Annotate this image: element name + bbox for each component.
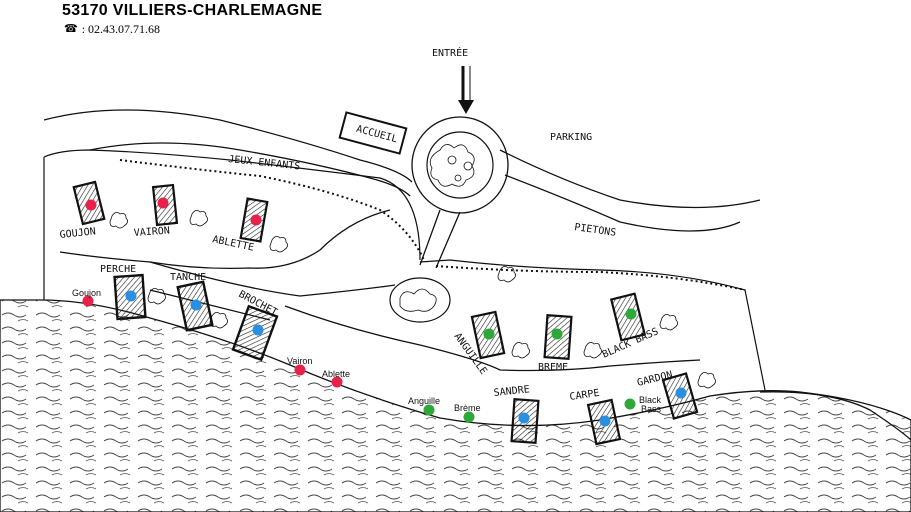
chalet-tanche bbox=[176, 280, 214, 332]
chalet-breme-label: BREME bbox=[538, 362, 568, 373]
chalet-vairon-marker bbox=[157, 197, 169, 209]
roundabout-trees bbox=[429, 144, 475, 187]
chalet-goujon-marker bbox=[85, 199, 97, 211]
chalet-perche-marker bbox=[125, 290, 137, 302]
phone-line: ☎ : 02.43.07.71.68 bbox=[64, 22, 160, 37]
hedge-east bbox=[435, 265, 746, 291]
peg-vairon: Vairon bbox=[287, 356, 312, 376]
playground-label: JEUX ENFANTS bbox=[228, 154, 301, 172]
chalet-tanche-marker bbox=[190, 299, 202, 311]
chalet-sandre-label: SANDRE bbox=[493, 384, 530, 399]
chalet-vairon bbox=[151, 183, 179, 227]
peg-breme: Brème bbox=[454, 403, 481, 423]
central-shrubs bbox=[399, 288, 437, 312]
chalet-goujon bbox=[72, 180, 106, 226]
chalet-tanche-label: TANCHE bbox=[170, 272, 206, 283]
chalet-goujon-label: GOUJON bbox=[59, 226, 96, 241]
site-address-title: 53170 VILLIERS-CHARLEMAGNE bbox=[62, 2, 323, 19]
chalet-ablette-marker bbox=[250, 214, 262, 226]
chalet-black-bass-marker bbox=[625, 308, 637, 320]
peg-anguille-label: Anguille bbox=[408, 396, 440, 406]
chalet-carpe-marker bbox=[599, 415, 611, 427]
chalet-black-bass bbox=[609, 292, 647, 342]
chalet-sandre bbox=[510, 398, 540, 444]
lake bbox=[0, 299, 911, 512]
site-boundary bbox=[43, 149, 766, 391]
hedge-north bbox=[119, 159, 425, 261]
roundabout-island bbox=[426, 131, 494, 199]
road-central bbox=[419, 209, 461, 269]
road-east bbox=[499, 149, 761, 232]
peg-ablette: Ablette bbox=[322, 369, 350, 388]
chalet-vairon-label: VAIRON bbox=[133, 225, 170, 238]
telephone-icon: ☎ bbox=[64, 23, 78, 35]
road-outer-inner-edge bbox=[89, 142, 411, 197]
peg-black-bass-label-2: Bass bbox=[641, 404, 662, 414]
chalet-brochet-marker bbox=[252, 324, 264, 336]
peg-black-bass: Black Bass bbox=[624, 395, 662, 414]
peg-ablette-label: Ablette bbox=[322, 369, 350, 379]
bushes bbox=[109, 210, 716, 389]
chalet-anguille-marker bbox=[483, 328, 495, 340]
chalet-ablette bbox=[239, 197, 269, 243]
entrance-label: ENTRÉE bbox=[432, 46, 468, 59]
peg-goujon-label: Goujon bbox=[72, 288, 101, 298]
peg-goujon: Goujon bbox=[72, 288, 101, 307]
parking-label: PARKING bbox=[550, 132, 592, 143]
chalet-perche-label: PERCHE bbox=[100, 264, 136, 275]
chalet-perche bbox=[113, 273, 147, 321]
central-shrub-island bbox=[389, 277, 451, 323]
chalet-gardon-marker bbox=[675, 387, 687, 399]
road-outer bbox=[43, 109, 413, 183]
peg-black-bass-label-1: Black bbox=[639, 395, 662, 405]
chalet-carpe-label: CARPE bbox=[569, 388, 600, 403]
chalet-breme-marker bbox=[551, 328, 563, 340]
peg-vairon-label: Vairon bbox=[287, 356, 312, 366]
road-chalet-loop-west bbox=[59, 209, 391, 270]
chalet-breme bbox=[543, 314, 573, 360]
peg-breme-label: Brème bbox=[454, 403, 481, 413]
chalet-sandre-marker bbox=[518, 412, 530, 424]
peg-anguille: Anguille bbox=[408, 396, 440, 416]
chalet-carpe bbox=[586, 398, 622, 446]
chalet-gardon bbox=[661, 372, 699, 420]
phone-number: : 02.43.07.71.68 bbox=[81, 22, 161, 36]
chalet-brochet bbox=[231, 304, 279, 362]
reception-building bbox=[338, 111, 408, 155]
entrance-arrow-icon bbox=[458, 66, 474, 114]
pedestrians-label: PIETONS bbox=[574, 222, 617, 239]
chalet-anguille bbox=[470, 310, 506, 360]
lake-east-shore bbox=[759, 391, 911, 441]
